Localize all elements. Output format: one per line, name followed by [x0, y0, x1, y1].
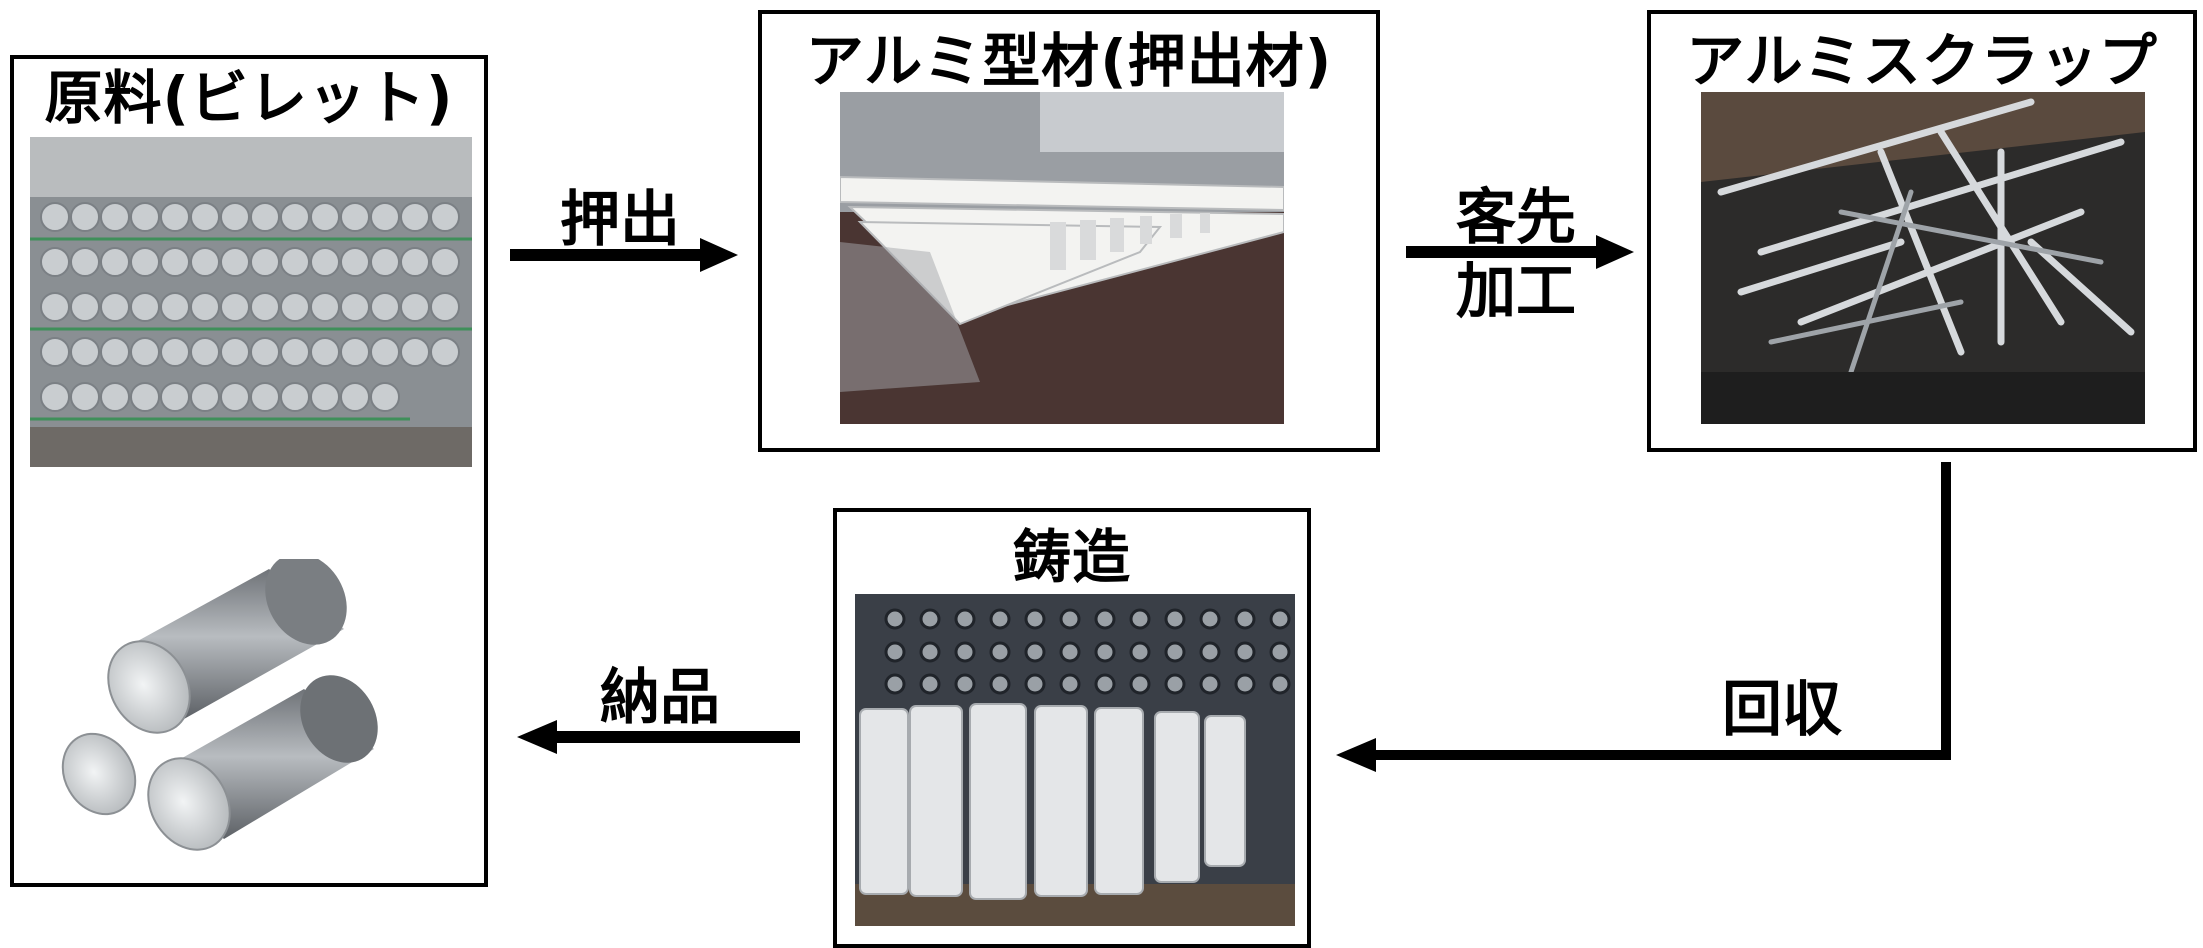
- arrow-delivery: [517, 720, 800, 754]
- scrap-title: アルミスクラップ: [1686, 27, 2158, 95]
- billet-box: 原料(ビレット): [10, 55, 488, 887]
- casting-box: 鋳造: [833, 508, 1311, 948]
- label-customer-processing-line1: 客先: [1456, 183, 1576, 253]
- scrap-box: アルミスクラップ: [1647, 10, 2197, 452]
- billet-title: 原料(ビレット): [44, 64, 454, 132]
- casting-title: 鋳造: [1012, 523, 1131, 591]
- extrusion-title: アルミ型材(押出材): [805, 27, 1333, 95]
- arrow-customer-processing: [1406, 235, 1634, 269]
- arrow-extrude: [510, 238, 738, 272]
- extrusion-photo: [840, 92, 1284, 424]
- label-delivery: 納品: [600, 663, 720, 733]
- billet-cylinders-illustration: [54, 559, 454, 859]
- label-recovery: 回収: [1722, 675, 1842, 745]
- billet-stack-photo: [30, 137, 472, 467]
- casting-photo: [855, 594, 1295, 926]
- arrow-recovery: [1336, 462, 1951, 772]
- label-customer-processing-line2: 加工: [1456, 257, 1576, 327]
- scrap-photo: [1701, 92, 2145, 424]
- label-extrude: 押出: [560, 185, 680, 255]
- extrusion-box: アルミ型材(押出材): [758, 10, 1380, 452]
